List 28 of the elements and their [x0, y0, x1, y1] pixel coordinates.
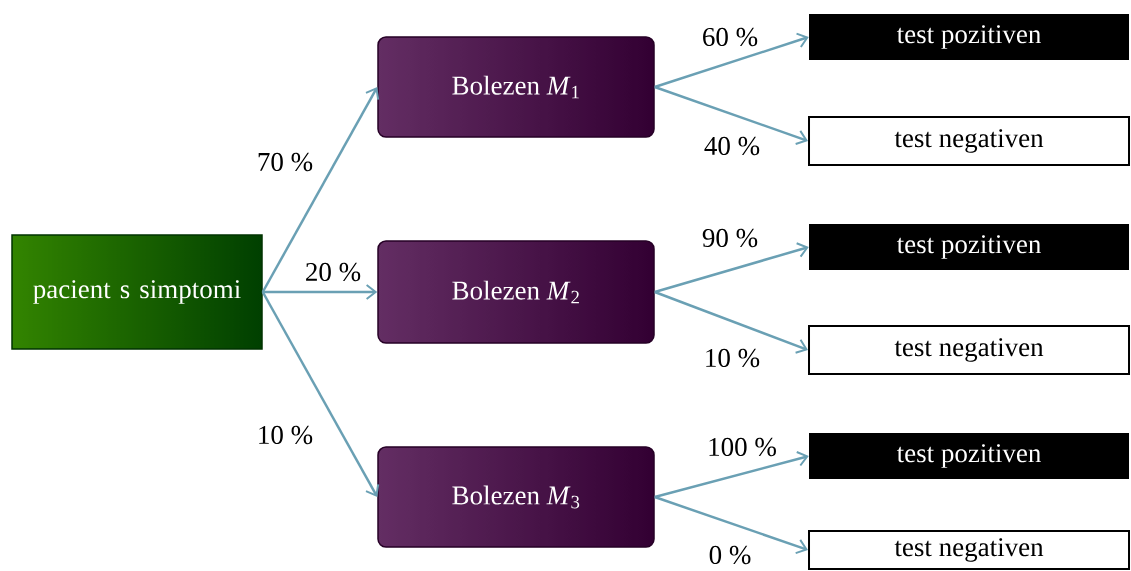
arrow: [654, 242, 809, 294]
result-box: test negativen: [808, 116, 1130, 166]
arrow: [654, 451, 809, 499]
edge-label: 70 %: [258, 152, 313, 172]
result-box: test negativen: [808, 530, 1130, 570]
arrow: [654, 495, 808, 555]
edge-label: 10 %: [706, 348, 760, 368]
edge-label: 40 %: [704, 136, 760, 156]
result-box: test negativen: [808, 325, 1130, 375]
start-box: pacient s simptomi: [11, 234, 263, 350]
arrow: [654, 85, 808, 146]
disease-box: Bolezen M$_{1}$: [377, 36, 655, 138]
result-box: test pozitiven: [809, 433, 1129, 479]
edge-label: 100 %: [709, 437, 776, 457]
edge-label: 90 %: [702, 228, 758, 248]
edge-label: 10 %: [259, 425, 313, 445]
disease-box: Bolezen M$_{3}$: [377, 446, 655, 548]
result-box: test pozitiven: [809, 14, 1129, 60]
arrow: [654, 32, 809, 89]
arrow: [261, 291, 380, 497]
disease-box: Bolezen M$_{2}$: [377, 240, 655, 344]
edge-label: 60 %: [703, 27, 758, 47]
arrow: [262, 284, 378, 300]
arrow: [261, 87, 380, 293]
result-box: test pozitiven: [809, 224, 1129, 270]
edge-label: 0 %: [709, 545, 751, 565]
edge-label: 20 %: [306, 262, 361, 282]
arrow: [654, 290, 808, 354]
